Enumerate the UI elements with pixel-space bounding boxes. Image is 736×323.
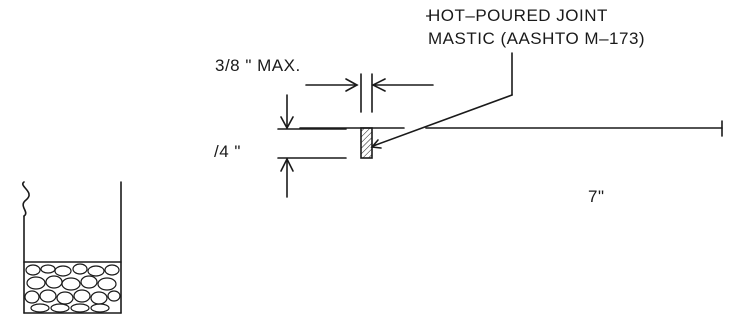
depth-dimension-arrows [277,94,347,198]
joint-sealant [360,127,373,159]
depth-dimension-label: /4 " [214,142,241,161]
pavement-section [21,181,122,314]
callout-leader [370,52,513,149]
aggregate-base [24,263,121,313]
slab-surface-line [299,120,723,137]
width-dimension-label: 7" [588,187,605,206]
gap-dimension-label: 3/8 " MAX. [215,56,301,75]
callout-text-line2: MASTIC (AASHTO M–173) [428,29,645,48]
gap-dimension-arrows [305,73,434,113]
callout-text-line1: HOT–POURED JOINT [428,6,608,25]
